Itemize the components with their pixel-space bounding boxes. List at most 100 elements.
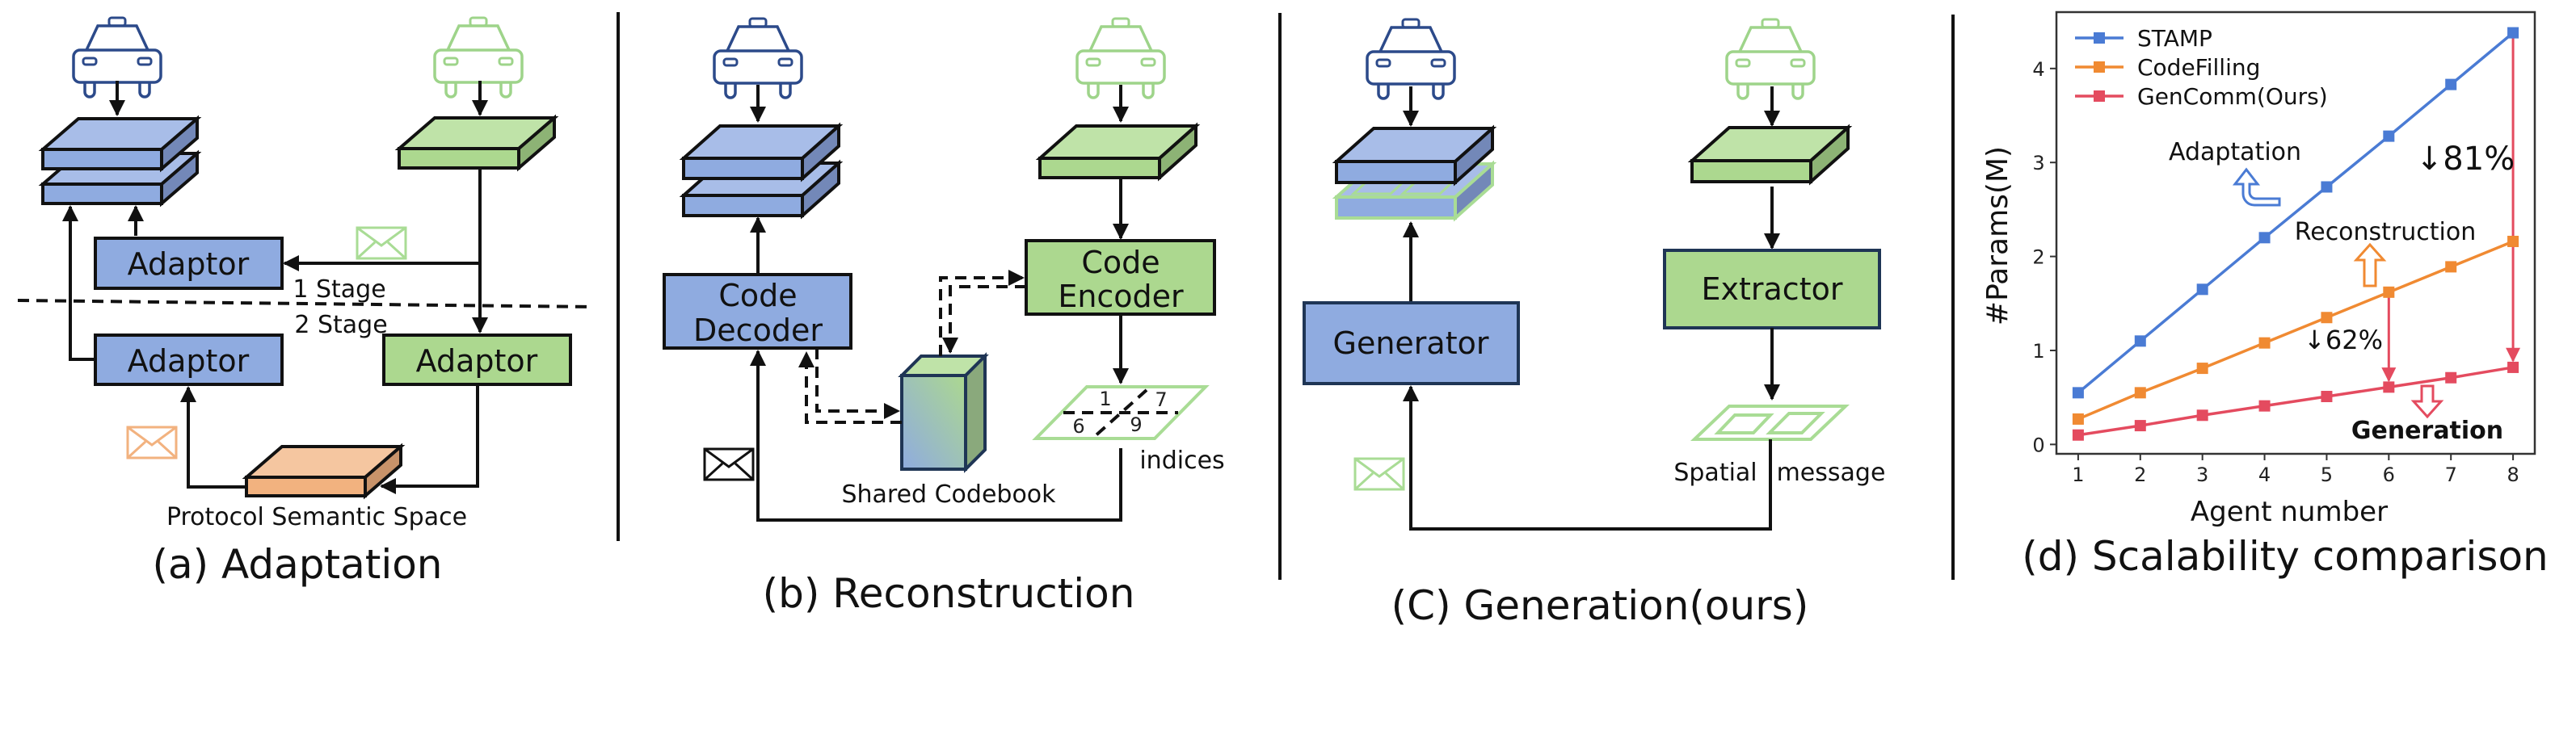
series-gencomm-ours-: [2072, 361, 2519, 441]
series-codefilling: [2072, 235, 2519, 425]
protocol-semantic-space-slab: [242, 443, 406, 500]
series-line: [2077, 366, 2514, 437]
code-decoder-label: Code: [718, 278, 797, 313]
reconstruction-arrow-icon: [2353, 242, 2387, 287]
annotation-generation: Generation: [2351, 417, 2503, 445]
legend-label: GenComm(Ours): [2137, 83, 2328, 110]
code-decoder-label: Decoder: [693, 313, 823, 348]
series-line: [2077, 240, 2514, 421]
y-tick-label: 2: [2032, 246, 2044, 269]
data-point: [2072, 429, 2084, 441]
index-value: 6: [1072, 415, 1084, 438]
y-axis-label: #Params(M): [1981, 146, 2014, 325]
feature-slab: [1332, 124, 1497, 187]
generator-box: [1303, 301, 1520, 385]
x-tick-label: 1: [2072, 464, 2084, 486]
feature-slabs: [679, 122, 1201, 220]
index-value: 7: [1155, 388, 1167, 411]
indices-label: indices: [1139, 447, 1224, 475]
arrow: [1403, 385, 1772, 531]
data-point: [2196, 409, 2208, 422]
code-encoder-box: [1025, 239, 1216, 316]
data-point: [2321, 181, 2333, 193]
code-encoder-label: Code: [1081, 245, 1160, 280]
generation-arrow-icon: [2410, 384, 2444, 419]
legend-label: STAMP: [2137, 25, 2212, 52]
index-value: 9: [1130, 413, 1142, 436]
caption-c: (C) Generation(ours): [1391, 582, 1809, 629]
legend-label: CodeFilling: [2137, 54, 2260, 81]
data-point: [2507, 27, 2519, 39]
adaptor-label: Adaptor: [128, 246, 250, 282]
data-point: [2258, 232, 2271, 244]
caption-b: (b) Reconstruction: [763, 570, 1135, 617]
envelope-icon: [1353, 457, 1405, 491]
data-point: [2134, 335, 2146, 347]
arrow: [62, 205, 95, 361]
dashed-arrow: [942, 285, 1026, 354]
feature-slab: [1687, 124, 1853, 186]
envelope-icon: [356, 226, 407, 260]
y-tick-label: 0: [2032, 434, 2044, 456]
arrow: [180, 386, 246, 489]
shared-codebook-cube: [898, 352, 989, 473]
envelope-icon: [126, 426, 178, 459]
feature-slab: [1035, 122, 1201, 182]
x-axis-label: Agent number: [2191, 496, 2388, 528]
message-label: message: [1777, 459, 1886, 487]
data-point: [2072, 387, 2084, 399]
adaptor-label: Adaptor: [128, 343, 250, 379]
feature-slab: [679, 122, 844, 182]
x-tick-label: 4: [2258, 464, 2271, 486]
legend-marker: [2094, 61, 2105, 73]
reduction-62-label: ↓62%: [2304, 325, 2383, 355]
data-point: [2507, 361, 2519, 373]
spatial-message-icon: [1690, 405, 1850, 441]
x-tick-label: 5: [2321, 464, 2333, 486]
stage-2-label: 2 Stage: [294, 311, 387, 339]
stage-1-label: 1 Stage: [293, 275, 385, 304]
panel-adaptation: Adaptor 1 Stage 2 Stage Adaptor Adaptor …: [17, 12, 620, 588]
arrow: [380, 384, 479, 494]
data-point: [2196, 363, 2208, 375]
adaptor-box: [94, 237, 284, 290]
generator-label: Generator: [1333, 325, 1489, 361]
data-point: [2445, 371, 2457, 384]
data-point: [2507, 235, 2519, 247]
envelope-icon: [703, 447, 755, 481]
data-point: [2258, 400, 2271, 412]
shared-codebook-label: Shared Codebook: [841, 480, 1056, 509]
arrow: [750, 350, 1122, 522]
indices-grid: 1 7 6 9: [1032, 385, 1210, 440]
series-stamp: [2072, 27, 2519, 399]
adaptor-label: Adaptor: [416, 343, 538, 379]
stage-divider: [17, 299, 592, 308]
panel-generation: Generator Extractor Spatial message (C) …: [1303, 15, 1955, 629]
data-point: [2321, 391, 2333, 403]
extractor-label: Extractor: [1702, 271, 1843, 307]
adaptor-box: [94, 334, 284, 386]
adaptation-arrow-icon: [2232, 167, 2281, 207]
dashed-arrow: [939, 270, 1025, 356]
caption-d: (d) Scalability comparison: [2022, 533, 2549, 580]
code-decoder-box: [663, 273, 852, 350]
data-point: [2383, 130, 2395, 142]
data-point: [2072, 413, 2084, 425]
caption-a: (a) Adaptation: [152, 541, 442, 588]
series-line: [2077, 31, 2515, 394]
x-tick-label: 3: [2196, 464, 2208, 486]
reduction-81-label: ↓81%: [2416, 141, 2515, 178]
data-point: [2134, 420, 2146, 432]
x-tick-label: 8: [2507, 464, 2519, 486]
y-tick-label: 4: [2032, 58, 2044, 81]
x-tick-label: 2: [2134, 464, 2146, 486]
x-tick-label: 6: [2383, 464, 2395, 486]
legend-marker: [2094, 32, 2105, 44]
feature-slab: [38, 115, 202, 173]
feature-slab: [394, 114, 559, 172]
data-point: [2134, 387, 2146, 399]
spatial-label: Spatial: [1673, 459, 1757, 487]
adaptor-box: [382, 334, 572, 386]
